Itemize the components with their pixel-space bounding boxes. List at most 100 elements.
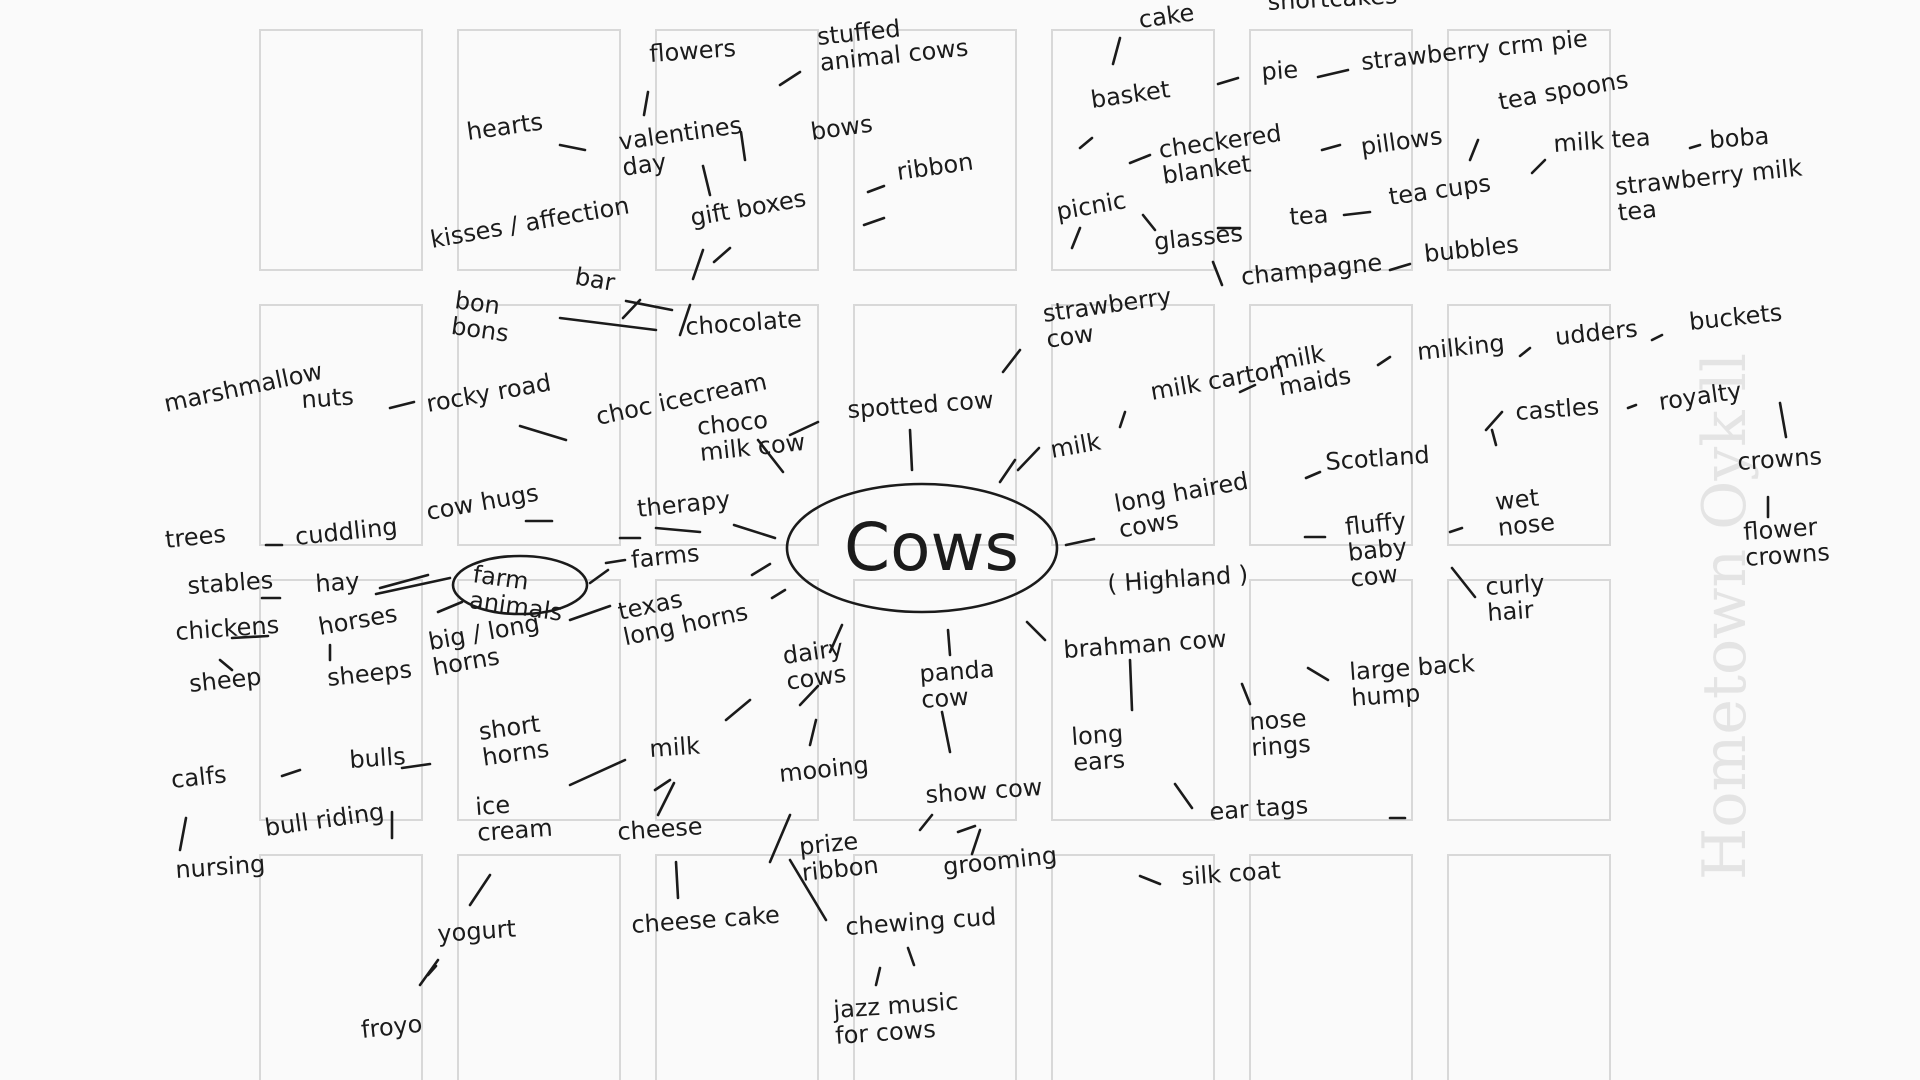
- connector-line: [808, 718, 818, 747]
- faint-card-0-0: [259, 29, 423, 271]
- connector-line: [956, 824, 977, 834]
- node-farm-animals: farmanimals: [468, 560, 568, 627]
- node-chickens: chickens: [174, 611, 279, 646]
- node-wet-nose: wetnose: [1494, 482, 1557, 542]
- faint-card-0-5: [1249, 29, 1413, 271]
- connector-line: [558, 143, 587, 152]
- node-farms: farms: [630, 539, 701, 574]
- connector-line: [374, 576, 452, 596]
- connector-line: [712, 246, 732, 264]
- faint-card-3-1: [457, 854, 621, 1080]
- connector-line: [436, 600, 464, 614]
- faint-card-3-2: [655, 854, 819, 1080]
- connector-line: [998, 458, 1017, 484]
- node-checkered-blanket: checkeredblanket: [1157, 119, 1287, 190]
- node-silk-coat: silk coat: [1180, 856, 1281, 891]
- connector-line: [1388, 262, 1412, 272]
- node-short-horns: shorthorns: [477, 709, 551, 772]
- connector-line: [1626, 403, 1638, 410]
- node-flowers: flowers: [648, 34, 736, 68]
- farm-animals-oval: [451, 554, 589, 616]
- connector-line: [1211, 260, 1224, 287]
- node-mooing: mooing: [778, 751, 870, 788]
- faint-card-1-6: [1447, 304, 1611, 546]
- connector-line: [701, 164, 712, 197]
- center-node-cows: Cows: [844, 509, 1019, 586]
- node-milk-tea: milk tea: [1552, 123, 1651, 158]
- faint-card-1-4: [1051, 304, 1215, 546]
- node-cow-hugs: cow hugs: [424, 479, 540, 526]
- node-stuffed-animal-cows: stuffedanimal cows: [816, 8, 970, 77]
- node-buckets: buckets: [1688, 298, 1784, 336]
- node-sheeps: sheeps: [326, 655, 413, 692]
- faint-card-1-1: [457, 304, 621, 546]
- node-sheep: sheep: [188, 663, 263, 698]
- node-stables: stables: [186, 566, 274, 600]
- connector-line: [918, 813, 934, 832]
- node-bon-bons: bonbons: [450, 286, 515, 347]
- connector-line: [400, 762, 432, 770]
- node-prize-ribbon: prizeribbon: [798, 825, 880, 887]
- node-large-back-hump: large backhump: [1348, 649, 1477, 712]
- connector-line: [739, 130, 747, 162]
- center-oval: [785, 482, 1059, 614]
- node-brahman-cow: brahman cow: [1062, 625, 1227, 664]
- node-milk: milk: [648, 732, 701, 763]
- node-pie: pie: [1260, 55, 1299, 85]
- node-cake: cake: [1137, 0, 1196, 34]
- node-strawberry-cow: strawberrycow: [1041, 282, 1177, 354]
- node-chocolate: chocolate: [684, 305, 802, 341]
- node-tea: tea: [1288, 200, 1329, 231]
- connector-line: [1025, 620, 1047, 642]
- faint-card-1-5: [1249, 304, 1413, 546]
- connector-line: [1518, 346, 1532, 358]
- node-hay: hay: [314, 567, 360, 598]
- faint-card-1-2: [655, 304, 819, 546]
- node-trees: trees: [164, 520, 227, 554]
- node-strawberry-crm-pie: strawberry crm pie: [1360, 24, 1589, 76]
- node-nursing: nursing: [174, 850, 266, 884]
- faint-card-3-0: [259, 854, 423, 1080]
- node-milk-top: milk: [1048, 428, 1103, 464]
- connector-line: [674, 860, 680, 900]
- connector-line: [418, 958, 440, 987]
- node-gift-boxes: gift boxes: [688, 184, 808, 232]
- node-highland: ( Highland ): [1106, 560, 1249, 598]
- node-strawberry-milk-tea: strawberry milktea: [1614, 153, 1807, 226]
- node-calfs: calfs: [170, 760, 228, 794]
- node-chewing-cud: chewing cud: [844, 903, 997, 941]
- connector-line: [624, 299, 674, 312]
- faint-card-2-3: [853, 579, 1017, 821]
- node-shortcakes: shortcakes: [1267, 0, 1398, 16]
- connector-line: [604, 558, 627, 565]
- node-yogurt: yogurt: [436, 915, 516, 948]
- connector-line: [1342, 210, 1372, 217]
- connector-line: [866, 184, 886, 194]
- node-texas-long-horns: texaslong horns: [615, 572, 750, 651]
- connector-line: [1173, 782, 1194, 810]
- node-choco-milk-cow: chocomilk cow: [696, 402, 807, 467]
- connector-line: [1484, 410, 1504, 432]
- connector-line: [1450, 566, 1477, 599]
- node-bubbles: bubbles: [1423, 230, 1520, 268]
- connector-line: [1304, 470, 1322, 480]
- node-ribbon: ribbon: [895, 148, 975, 186]
- connector-line: [588, 568, 610, 585]
- node-nose-rings: noserings: [1248, 704, 1311, 762]
- connector-line: [778, 70, 802, 87]
- connector-line: [798, 684, 820, 707]
- connector-line: [1448, 526, 1464, 534]
- connector-line: [970, 828, 982, 856]
- connector-line: [1016, 446, 1041, 472]
- connector-line: [656, 781, 676, 817]
- node-tea-spoons: tea spoons: [1496, 66, 1630, 116]
- connector-line: [1306, 666, 1330, 682]
- faint-card-0-2: [655, 29, 819, 271]
- faint-card-0-6: [1447, 29, 1611, 271]
- connector-line: [1216, 76, 1240, 86]
- connector-line: [1141, 213, 1157, 232]
- connector-line: [642, 90, 650, 117]
- connector-line: [678, 303, 692, 337]
- connector-line: [653, 778, 672, 792]
